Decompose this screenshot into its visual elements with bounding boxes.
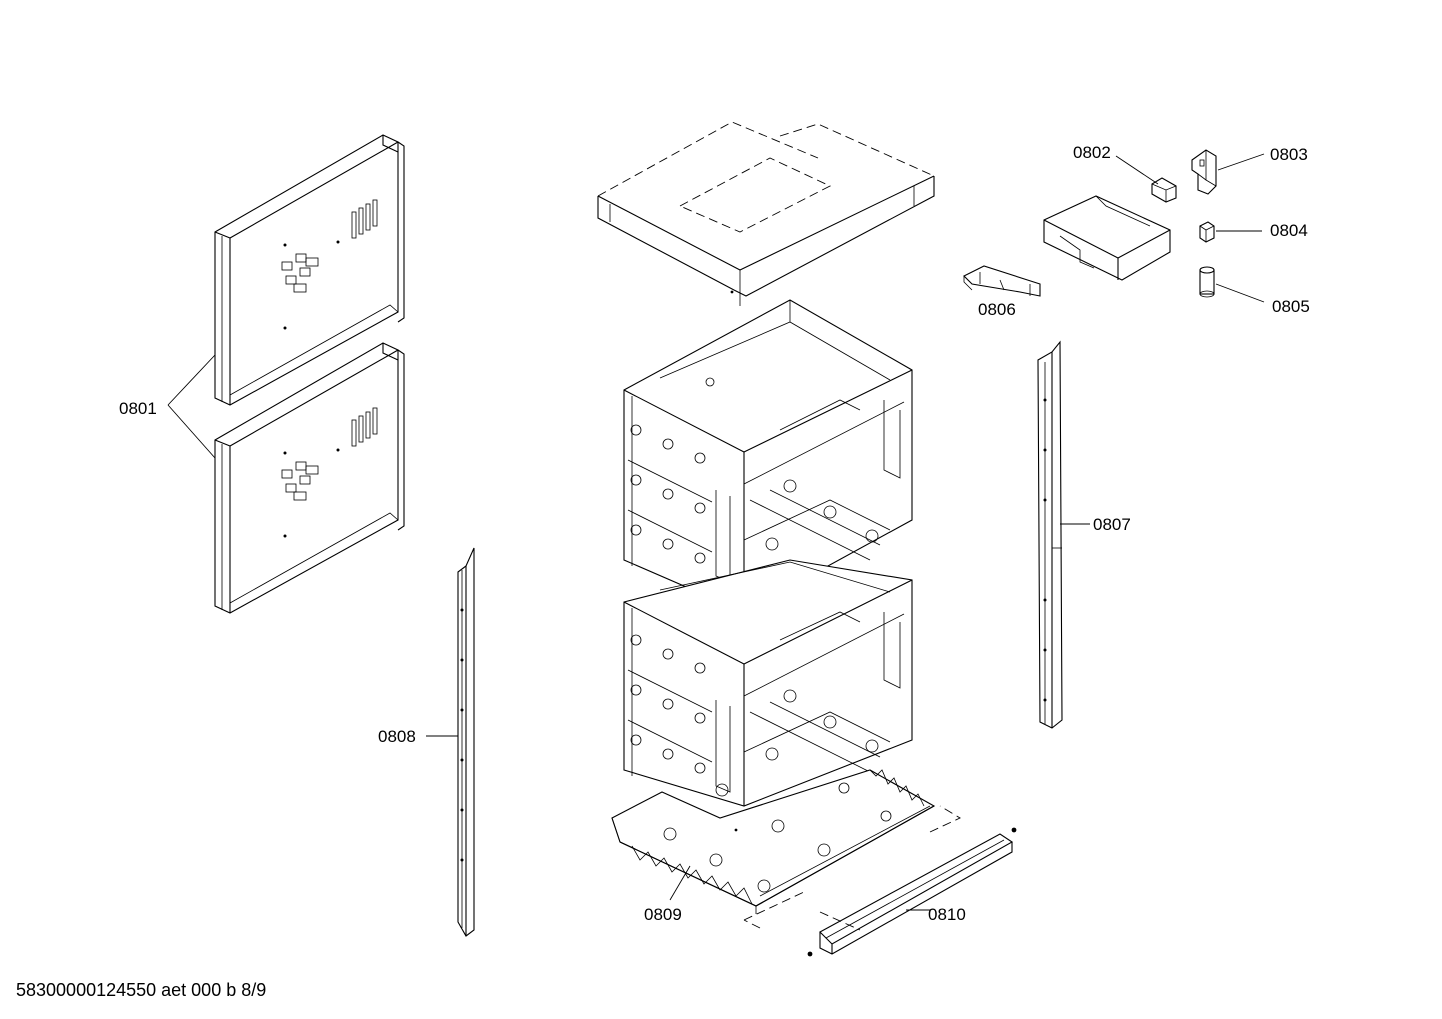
part-0801-side-panel-lower[interactable] [214,342,405,614]
oven-cavity-lower [623,559,913,807]
part-0805-cylinder[interactable] [1199,266,1215,298]
part-0802-clip[interactable] [1151,177,1177,203]
document-footer-code: 58300000124550 aet 000 b 8/9 [16,980,267,1000]
callout-0810: 0810 [928,905,966,924]
part-0804-knob[interactable] [1199,221,1215,243]
top-cover-panel [597,121,935,306]
control-housing-bracket [1043,195,1171,281]
oven-cavity-upper [623,299,913,613]
part-0807-right-rail[interactable] [1037,340,1063,729]
connector-cutout-lower [281,461,319,501]
callout-labels: 0801 0802 0803 0804 0805 0806 0807 0808 … [119,143,1310,924]
connector-cutout-upper [281,253,319,293]
part-0809-bottom-tray[interactable] [611,769,936,914]
part-0808-left-rail[interactable] [457,547,475,937]
callout-0809: 0809 [644,905,682,924]
callout-0805: 0805 [1272,297,1310,316]
callout-0801: 0801 [119,399,157,418]
callout-0806: 0806 [978,300,1016,319]
vent-slots-upper [351,199,378,239]
vent-slots-lower [351,407,378,447]
callout-0802: 0802 [1073,143,1111,162]
part-0803-latch[interactable] [1191,149,1217,195]
callout-0803: 0803 [1270,145,1308,164]
leader-lines [167,153,1265,911]
part-0806-hinge-bracket[interactable] [963,265,1041,297]
hole-grid-lower [630,634,879,797]
callout-0808: 0808 [378,727,416,746]
part-0810-front-trim[interactable] [743,805,1017,957]
callout-0807: 0807 [1093,515,1131,534]
part-0801-side-panel-upper[interactable] [214,134,405,406]
callout-0804: 0804 [1270,221,1308,240]
